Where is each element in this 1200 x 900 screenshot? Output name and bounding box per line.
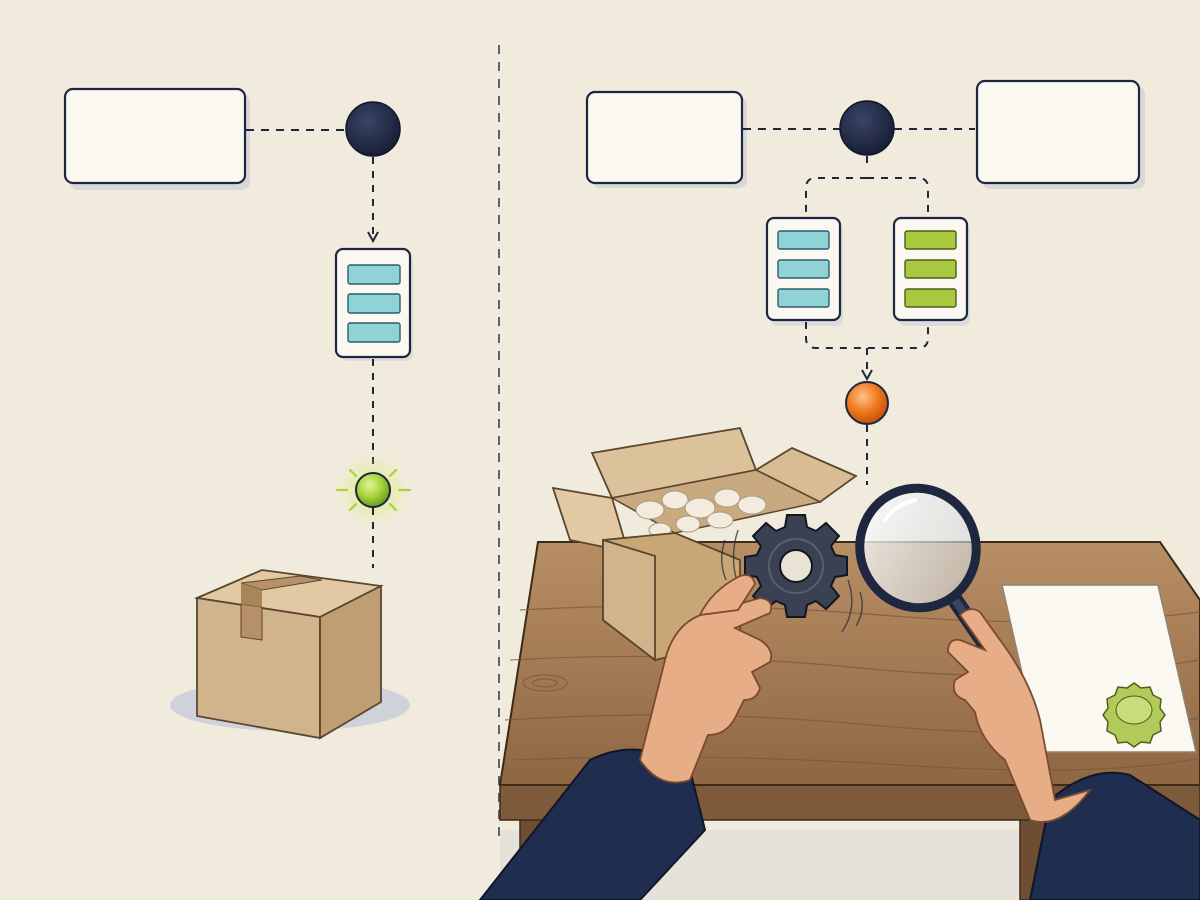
left-queue-item [347,293,401,314]
lime-queue-item [904,288,957,308]
lime-queue-item [904,259,957,279]
right-panel [478,79,1200,900]
left-queue-item [347,322,401,343]
teal-queue-item [777,288,830,308]
left-queue-item [347,264,401,285]
gear-icon [744,514,848,618]
left-green-signal [355,472,391,508]
right-orange-signal [845,381,889,425]
seal-badge-icon [1102,682,1166,748]
teal-queue-item [777,230,830,250]
left-empty-box [63,87,247,185]
lime-queue-item [904,230,957,250]
teal-queue-item [777,259,830,279]
right-empty-box-left [585,90,744,185]
right-hand [947,608,1200,900]
left-dark-node [345,101,401,157]
node-icon [839,100,895,156]
left-hand [478,574,773,900]
right-empty-box-right [975,79,1141,185]
left-panel [63,87,413,740]
inspection-scene [478,426,1200,900]
package-icon [170,569,410,740]
